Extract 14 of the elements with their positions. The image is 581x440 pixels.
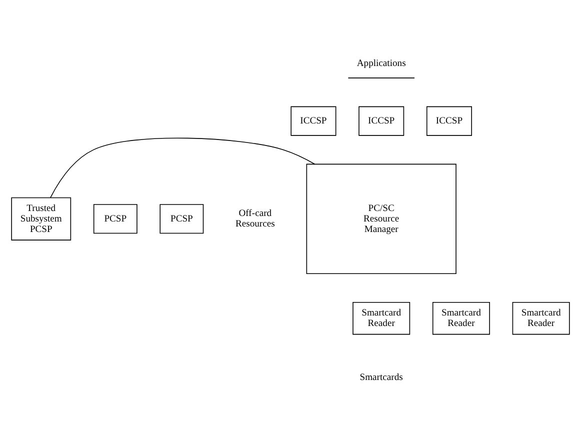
node-box: ICCSP <box>426 106 472 136</box>
node-box: Smartcard Reader <box>352 301 410 334</box>
node-box: Smartcard Reader <box>512 301 570 334</box>
label: Off-card Resources <box>235 208 275 230</box>
node-box: ICCSP <box>358 106 404 136</box>
node-box: PCSP <box>93 204 138 234</box>
label: Applications <box>356 58 406 69</box>
node-box: Trusted Subsystem PCSP <box>11 196 72 240</box>
connector <box>50 137 316 198</box>
node-box: Smartcard Reader <box>432 301 490 334</box>
node-box: PC/SC Resource Manager <box>306 163 456 274</box>
node-box: ICCSP <box>290 106 336 136</box>
node-box: PCSP <box>160 204 204 234</box>
label: Smartcards <box>360 371 403 382</box>
